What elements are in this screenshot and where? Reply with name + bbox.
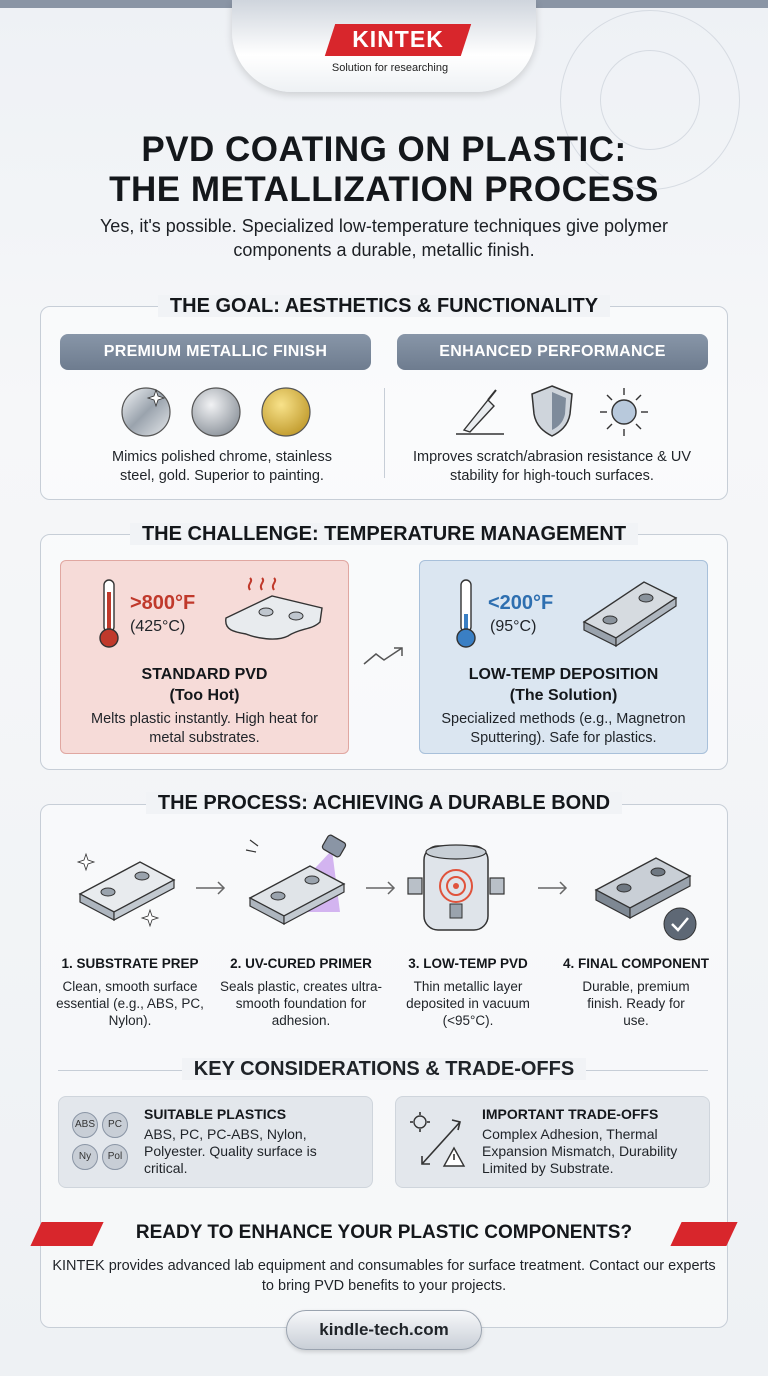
step-1-head: 1. SUBSTRATE PREP [61, 956, 199, 971]
step-2-head: 2. UV-CURED PRIMER [230, 956, 372, 971]
considerations-title: KEY CONSIDERATIONS & TRADE-OFFS [0, 1058, 768, 1081]
substrate-plate-icon [76, 852, 176, 928]
hot-temp-f: >800°F [130, 592, 196, 614]
step-2-desc: Seals plastic, creates ultra-smooth foun… [219, 979, 383, 1028]
step-4-desc: Durable, premium finish. Ready for use. [582, 979, 690, 1028]
vacuum-chamber-icon [407, 844, 505, 931]
enhanced-performance-desc: Improves scratch/abrasion resistance & U… [412, 449, 692, 484]
standard-pvd-desc: Melts plastic instantly. High heat for m… [91, 711, 318, 746]
goal-divider [384, 388, 385, 478]
goal-title: THE GOAL: AESTHETICS & FUNCTIONALITY [0, 295, 768, 318]
suitable-plastics-text: ABS, PC, PC-ABS, Nylon, Polyester. Quali… [144, 1126, 317, 1176]
cta-text: KINTEK provides advanced lab equipment a… [52, 1258, 716, 1294]
page-subtitle: Yes, it's possible. Specialized low-temp… [99, 216, 669, 260]
trade-offs-card [395, 1096, 710, 1188]
trend-arrow-icon [363, 647, 403, 665]
final-component-icon [594, 857, 697, 941]
title-line-1: PVD COATING ON PLASTIC: [141, 130, 627, 169]
challenge-title: THE CHALLENGE: TEMPERATURE MANAGEMENT [0, 523, 768, 546]
badge-pc: PC [102, 1112, 128, 1138]
shield-icon [531, 385, 573, 437]
suitable-plastics-card [58, 1096, 373, 1188]
scratch-tool-icon [456, 389, 504, 435]
cool-temp-c: (95°C) [490, 618, 537, 635]
arrow-right-icon [196, 881, 226, 895]
brand-tagline: Solution for researching [331, 62, 449, 74]
hot-thermometer-icon [99, 579, 119, 648]
step-3-head: 3. LOW-TEMP PVD [408, 956, 528, 971]
page-title: PVD COATING ON PLASTIC: THE METALLIZATIO… [0, 130, 768, 210]
badge-ny: Ny [72, 1144, 98, 1170]
badge-abs: ABS [72, 1112, 98, 1138]
decorative-circle [560, 10, 740, 190]
plastic-part-icon [582, 581, 678, 648]
low-temp-desc: Specialized methods (e.g., Magnetron Spu… [441, 711, 686, 746]
gold-disc-icon [261, 387, 311, 437]
arrow-right-icon [366, 881, 396, 895]
stainless-disc-icon [191, 387, 241, 437]
uv-primer-icon [245, 834, 347, 925]
suitable-plastics-head: SUITABLE PLASTICS [144, 1106, 287, 1122]
step-4-head: 4. FINAL COMPONENT [562, 956, 709, 971]
gear-warning-icon [410, 1112, 466, 1167]
badge-pol: Pol [102, 1144, 128, 1170]
chrome-disc-icon [121, 387, 171, 437]
premium-finish-desc: Mimics polished chrome, stainless steel,… [112, 449, 332, 484]
premium-finish-pill: PREMIUM METALLIC FINISH [60, 334, 371, 370]
cool-temp-f: <200°F [488, 592, 554, 614]
step-1-desc: Clean, smooth surface essential (e.g., A… [56, 979, 204, 1028]
cool-thermometer-icon [456, 579, 476, 648]
website-link[interactable]: kindle-tech.com [286, 1310, 482, 1350]
decorative-circle [600, 50, 700, 150]
low-temp-head: LOW-TEMP DEPOSITION (The Solution) [468, 666, 659, 704]
arrow-right-icon [538, 881, 568, 895]
process-title: THE PROCESS: ACHIEVING A DURABLE BOND [0, 792, 768, 815]
hot-temp-c: (425°C) [130, 618, 186, 635]
brand-name: KINTEK [352, 26, 444, 52]
cta-title: READY TO ENHANCE YOUR PLASTIC COMPONENTS… [135, 1222, 633, 1243]
step-3-desc: Thin metallic layer deposited in vacuum … [406, 979, 530, 1028]
melting-plastic-icon [225, 577, 323, 640]
trade-offs-head: IMPORTANT TRADE-OFFS [482, 1106, 659, 1122]
title-line-2: THE METALLIZATION PROCESS [109, 170, 659, 209]
standard-pvd-head: STANDARD PVD (Too Hot) [141, 666, 268, 704]
trade-offs-text: Complex Adhesion, Thermal Expansion Mism… [482, 1126, 678, 1176]
enhanced-performance-pill: ENHANCED PERFORMANCE [397, 334, 708, 370]
sun-uv-icon [600, 388, 648, 436]
